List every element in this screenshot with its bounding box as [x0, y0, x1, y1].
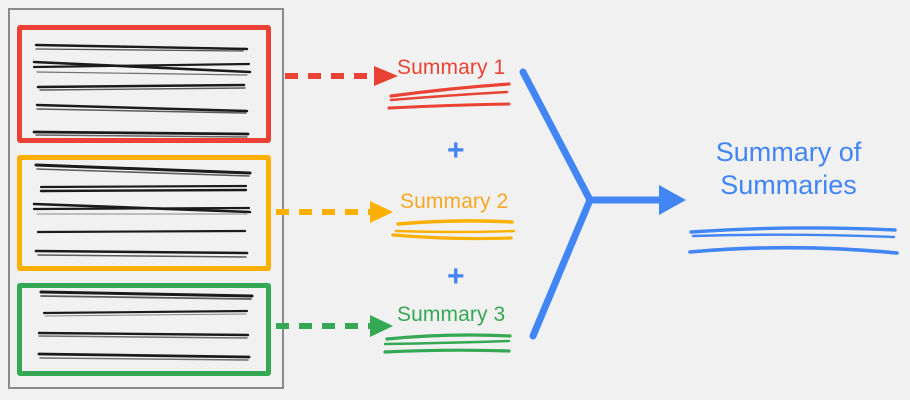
summary-3-label: Summary 3	[397, 303, 506, 326]
final-summary-squiggle	[688, 226, 899, 255]
summary-2-squiggle	[391, 219, 516, 241]
plus-operator-1: +	[447, 134, 465, 167]
summary-3-squiggle	[383, 333, 512, 354]
doc-lines-green	[37, 290, 254, 361]
final-summary-label: Summary of Summaries	[686, 136, 891, 202]
arrow-red-to-summary-1	[285, 66, 398, 86]
summary-2-label: Summary 2	[400, 190, 509, 213]
final-summary-line-2: Summaries	[720, 170, 857, 200]
y-merge-connector	[519, 68, 686, 340]
doc-lines-red	[32, 43, 252, 138]
summary-1-label: Summary 1	[397, 56, 506, 79]
doc-lines-orange	[32, 163, 252, 258]
arrow-orange-to-summary-2	[276, 201, 393, 223]
summary-1-squiggle	[387, 82, 511, 110]
plus-operator-2: +	[447, 260, 465, 293]
arrow-green-to-summary-3	[276, 315, 393, 337]
final-summary-line-1: Summary of	[715, 137, 862, 167]
